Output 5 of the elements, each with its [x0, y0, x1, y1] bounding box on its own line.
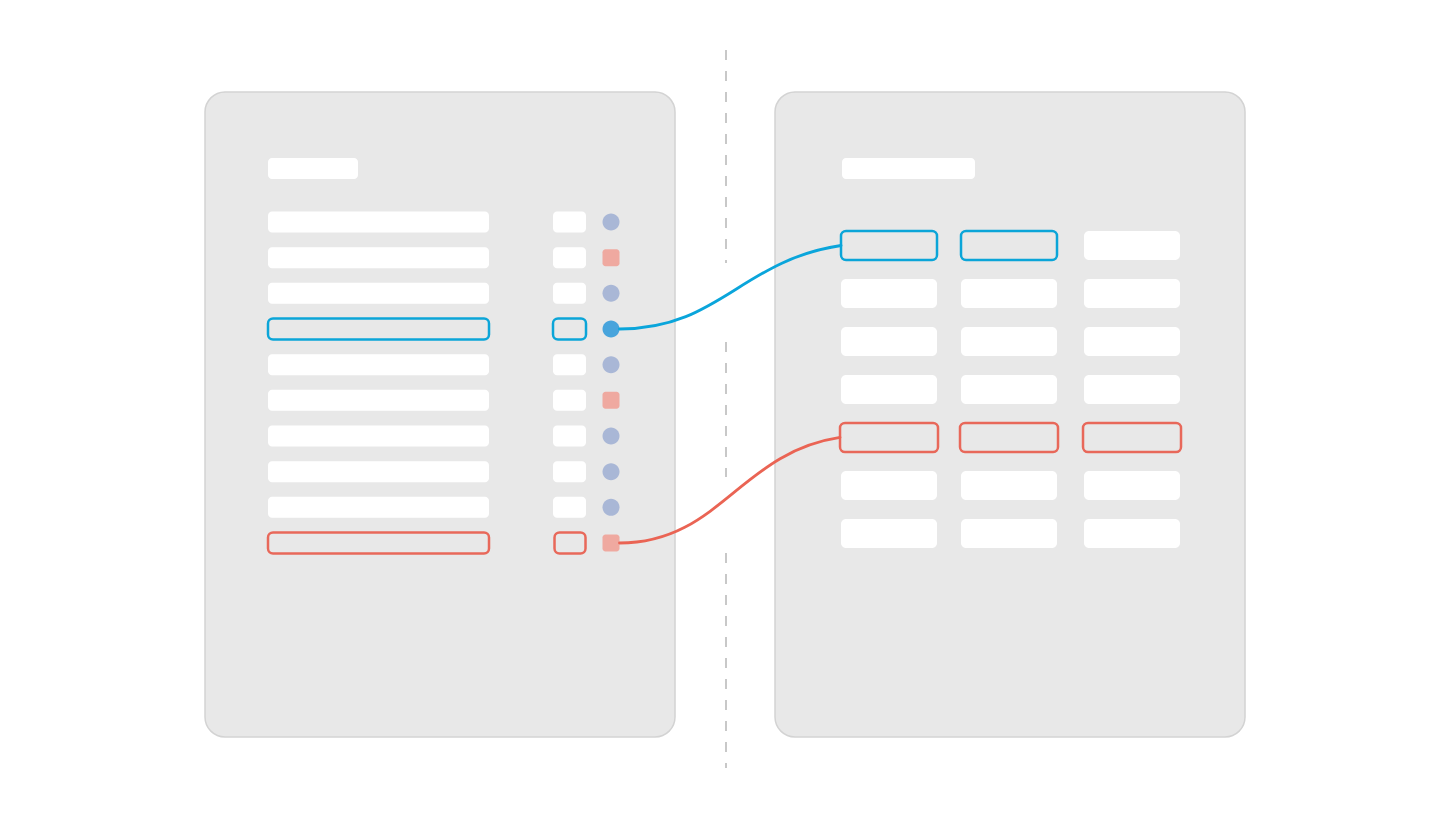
connector-line — [618, 244, 843, 331]
highlighted-cell — [838, 421, 940, 454]
status-dot — [602, 320, 620, 338]
connector-line — [618, 436, 842, 545]
highlighted-cell — [839, 229, 939, 262]
